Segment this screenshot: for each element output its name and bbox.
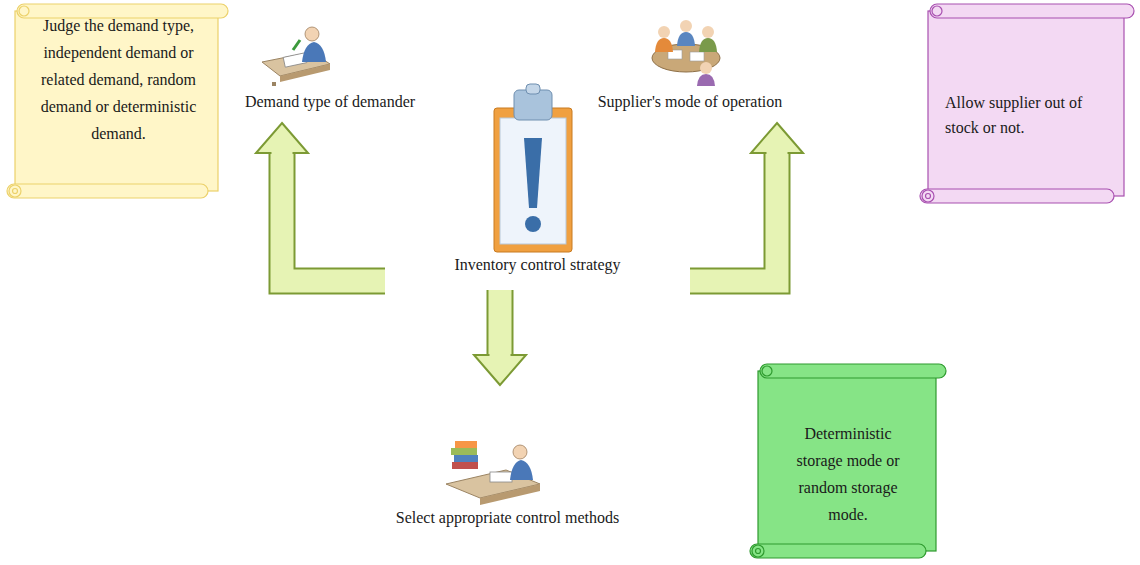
desk-worker-icon bbox=[262, 27, 330, 86]
arrow-shaft bbox=[690, 151, 777, 281]
node-label: Select appropriate control methods bbox=[349, 508, 666, 528]
arrow-shaft bbox=[489, 290, 512, 357]
arrow-head bbox=[256, 123, 308, 153]
note-scroll: Allow supplier out of stock or not. bbox=[918, 2, 1136, 207]
arrow-joint bbox=[490, 354, 511, 357]
central-topic: Inventory control strategy bbox=[385, 80, 690, 290]
scroll-top-roll bbox=[760, 364, 946, 378]
scroll-curl bbox=[19, 6, 29, 16]
scroll-curl bbox=[762, 366, 772, 376]
block-arrow bbox=[474, 290, 526, 385]
node-label: Supplier's mode of operation bbox=[579, 92, 801, 112]
scroll-curl bbox=[756, 549, 761, 554]
icon-caption: Supplier's mode of operation bbox=[575, 15, 805, 120]
scroll-curl bbox=[926, 194, 931, 199]
desk-books-icon bbox=[446, 441, 540, 505]
scroll-body bbox=[758, 371, 936, 551]
scroll-bottom-roll bbox=[7, 184, 208, 198]
arrow-outline bbox=[282, 151, 385, 281]
scroll-body bbox=[15, 11, 218, 191]
scroll-curl bbox=[13, 189, 18, 194]
icon-caption: Demand type of demander bbox=[240, 15, 420, 120]
arrow-shaft bbox=[282, 151, 385, 281]
node-label: Inventory control strategy bbox=[389, 255, 686, 275]
scroll-curl bbox=[752, 545, 764, 557]
arrow-joint bbox=[767, 152, 788, 155]
note-scroll: Judge the demand type, independent deman… bbox=[5, 2, 230, 202]
block-arrow bbox=[256, 123, 385, 281]
meeting-icon bbox=[652, 20, 720, 86]
arrow-head bbox=[751, 123, 803, 153]
scroll-top-roll bbox=[930, 4, 1134, 18]
note-text: Deterministic storage mode or random sto… bbox=[785, 420, 911, 528]
scroll-top-roll bbox=[17, 4, 228, 18]
arrow-head bbox=[474, 355, 526, 385]
note-scroll: Deterministic storage mode or random sto… bbox=[748, 362, 948, 562]
scroll-curl bbox=[922, 190, 934, 202]
scroll-curl bbox=[9, 185, 21, 197]
arrow-outline bbox=[487, 290, 514, 357]
icon-caption: Select appropriate control methods bbox=[345, 385, 670, 536]
scroll-bottom-roll bbox=[920, 189, 1114, 203]
block-arrow bbox=[690, 123, 803, 281]
scroll-curl bbox=[932, 6, 942, 16]
note-text: Allow supplier out of stock or not. bbox=[945, 90, 1086, 140]
node-label: Demand type of demander bbox=[244, 92, 416, 112]
arrow-joint bbox=[272, 152, 293, 155]
scroll-bottom-roll bbox=[750, 544, 926, 558]
arrow-outline bbox=[690, 151, 777, 281]
clipboard-icon bbox=[494, 84, 572, 252]
note-text: Judge the demand type, independent deman… bbox=[35, 12, 202, 147]
scroll-body bbox=[928, 11, 1124, 196]
